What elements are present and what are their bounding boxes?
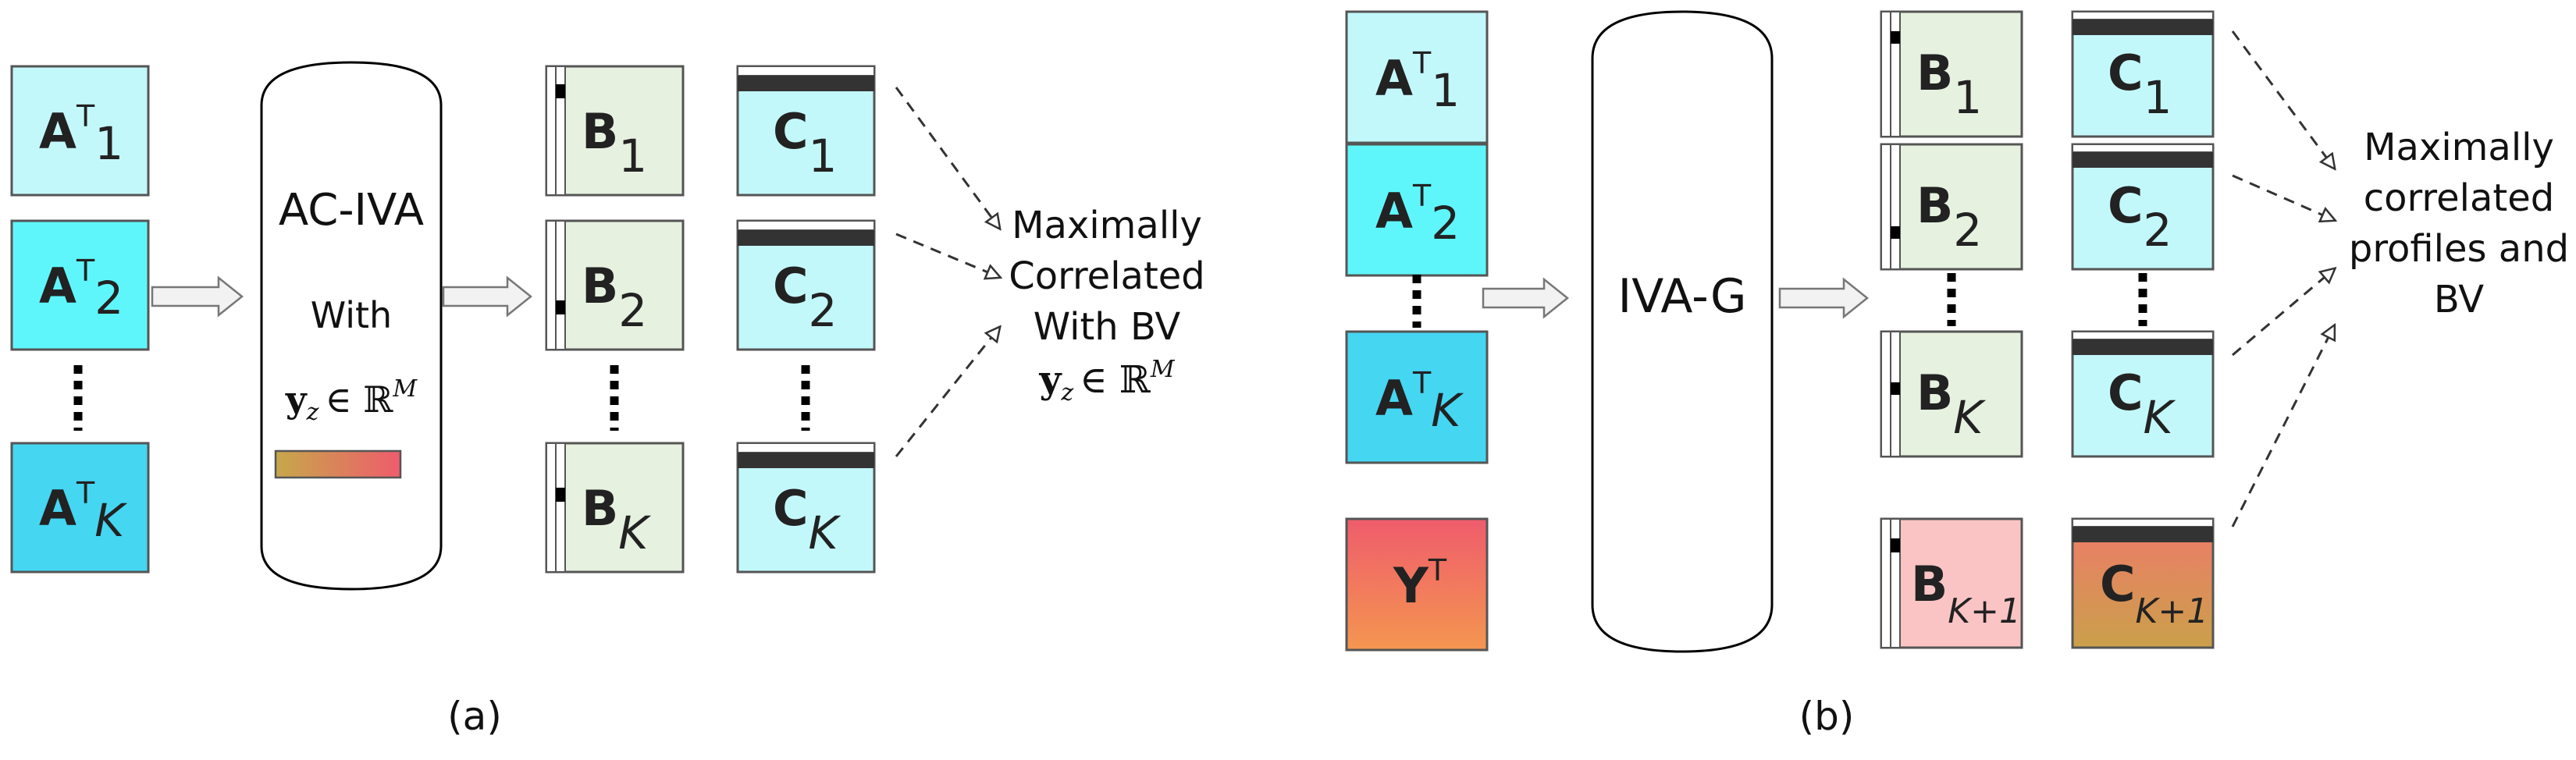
- svg-text:C2: C2: [2108, 177, 2172, 257]
- svg-text:YT: YT: [1393, 553, 1447, 614]
- a-block-k: ATK: [10, 442, 150, 574]
- svg-text:B2: B2: [582, 257, 647, 337]
- a1-letter: A: [39, 103, 76, 160]
- panel-b: AT1 AT2 ATK YT IVA-G B1: [1345, 10, 2569, 739]
- svg-text:CK: CK: [773, 480, 841, 559]
- b-block-1: B1: [545, 65, 685, 197]
- bk-letter: B: [582, 480, 618, 537]
- result-a-line3: With BV: [1034, 305, 1181, 349]
- arrow-into-b-panel-b: [1778, 277, 1870, 319]
- pb-dashed-arrow-ck: [2232, 269, 2334, 357]
- iva-g-title: IVA-G: [1618, 269, 1747, 324]
- svg-text:B2: B2: [1916, 177, 1982, 257]
- a-block-1: AT1: [10, 65, 150, 197]
- ak-sub: K: [94, 494, 127, 547]
- svg-text:C2: C2: [773, 257, 837, 337]
- b-block-2: B2: [545, 219, 685, 351]
- dashed-arrow-c2: [895, 233, 999, 277]
- pb-c-block-k: CK: [2071, 330, 2215, 458]
- dashed-arrow-c1: [895, 87, 999, 228]
- svg-text:C1: C1: [2108, 44, 2172, 124]
- ac-iva-block: AC-IVA With yz∈ ℝM: [260, 61, 443, 591]
- result-a-line2: Correlated: [1009, 254, 1205, 298]
- caption-a: (a): [447, 694, 502, 739]
- b-panel-a-block-2: AT2: [1345, 143, 1489, 277]
- c2-letter: C: [773, 257, 809, 314]
- svg-text:BK+1: BK+1: [1911, 556, 2021, 631]
- iva-g-block: IVA-G: [1591, 10, 1774, 653]
- result-b-line1: Maximally: [2364, 126, 2554, 169]
- result-b-line4: BV: [2434, 278, 2484, 321]
- b1-sub: 1: [618, 130, 647, 183]
- result-b-line2: correlated: [2364, 176, 2554, 220]
- result-a-var: yz∈ ℝM: [1038, 356, 1175, 407]
- svg-text:C1: C1: [773, 103, 837, 183]
- svg-text:BK: BK: [582, 480, 651, 559]
- ac-iva-title: AC-IVA: [279, 185, 424, 236]
- b-panel-a-block-1: AT1: [1345, 10, 1489, 144]
- svg-text:AT2: AT2: [39, 254, 123, 325]
- arrow-into-iva-g: [1482, 277, 1570, 319]
- pb-dashed-arrow-c1: [2231, 30, 2334, 168]
- svg-text:CK+1: CK+1: [2100, 556, 2208, 631]
- arrow-into-b: [442, 275, 533, 318]
- arrow-into-ac-iva: [151, 275, 244, 318]
- pb-b-block-k1: BK+1: [1880, 517, 2023, 649]
- svg-text:B1: B1: [1916, 44, 1982, 124]
- dashed-arrow-ck: [895, 328, 999, 457]
- b-panel-a-block-k: ATK: [1345, 330, 1489, 464]
- a1-sup: T: [76, 99, 95, 133]
- svg-text:CK: CK: [2108, 364, 2176, 444]
- result-a-line1: Maximally: [1012, 204, 1202, 247]
- pb-b-block-k: BK: [1880, 330, 2023, 458]
- b-block-k: BK: [545, 442, 685, 574]
- svg-text:B1: B1: [582, 103, 647, 183]
- pb-b-block-1: B1: [1880, 10, 2023, 138]
- a1-sub: 1: [94, 117, 123, 170]
- pb-c-block-2: C2: [2071, 143, 2215, 271]
- pb-dashed-arrow-c2: [2232, 174, 2334, 220]
- ck-sub: K: [809, 506, 841, 559]
- ak-letter: A: [39, 480, 76, 537]
- ac-iva-with: With: [311, 294, 392, 336]
- b2-letter: B: [582, 257, 618, 314]
- svg-text:AT1: AT1: [39, 99, 123, 170]
- ak-sup: T: [76, 476, 95, 510]
- svg-text:AT2: AT2: [1375, 179, 1460, 250]
- a2-sup: T: [76, 254, 95, 288]
- a2-sub: 2: [94, 272, 123, 325]
- pb-c-block-1: C1: [2071, 10, 2215, 138]
- b1-letter: B: [582, 103, 618, 160]
- a2-letter: A: [39, 257, 76, 314]
- bv-bar: [274, 449, 402, 479]
- pb-dashed-arrow-ck1: [2231, 326, 2334, 527]
- svg-text:ATK: ATK: [39, 476, 127, 547]
- c-block-1: C1: [736, 65, 876, 197]
- y-block: YT: [1345, 517, 1489, 652]
- ck-letter: C: [773, 480, 809, 537]
- result-b-line3: profiles and: [2349, 227, 2569, 271]
- svg-text:AT1: AT1: [1375, 46, 1460, 117]
- pb-c-block-k1: CK+1: [2071, 517, 2215, 649]
- c2-sub: 2: [809, 284, 838, 337]
- bk-sub: K: [618, 506, 651, 559]
- c1-sub: 1: [809, 130, 838, 183]
- a-block-2: AT2: [10, 219, 150, 351]
- c1-letter: C: [773, 103, 809, 160]
- svg-text:BK: BK: [1916, 364, 1986, 444]
- ac-iva-condition: yz∈ ℝM: [285, 375, 418, 426]
- pb-b-block-2: B2: [1880, 143, 2023, 271]
- panel-a: AT1 AT2 ATK AC-IVA With yz∈ ℝM: [10, 61, 1205, 739]
- c-block-k: CK: [736, 442, 876, 574]
- caption-b: (b): [1799, 694, 1855, 739]
- b2-sub: 2: [618, 284, 647, 337]
- svg-text:ATK: ATK: [1375, 366, 1464, 437]
- c-block-2: C2: [736, 219, 876, 351]
